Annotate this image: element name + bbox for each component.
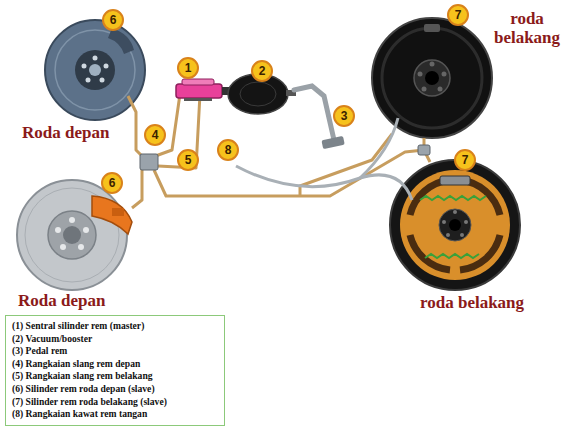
callout-circle: 2 <box>251 60 273 82</box>
callout-number: 5 <box>185 153 192 167</box>
legend-text: (7) Silinder rem roda belakang (slave) <box>12 396 216 409</box>
rear-drum-top <box>372 18 492 138</box>
wheel-label: Roda depan <box>22 124 109 143</box>
legend-text: (5) Rangkaian slang rem belakang <box>12 370 216 383</box>
callout-circle: 1 <box>177 57 199 79</box>
legend-text: (1) Sentral silinder rem (master) <box>12 320 216 333</box>
callout-number: 7 <box>455 8 462 22</box>
wheel-label: Roda depan <box>18 292 105 311</box>
callout-circle: 5 <box>177 149 199 171</box>
legend-text: (4) Rangkaian slang rem depan <box>12 358 216 371</box>
master-cylinder <box>176 79 222 101</box>
callout-number: 7 <box>462 153 469 167</box>
legend-text: (2) Vacuum/booster <box>12 333 216 346</box>
legend-box: (1) Sentral silinder rem (master)(2) Vac… <box>5 315 225 426</box>
front-disc-top <box>45 20 145 120</box>
legend-text: (8) Rangkaian kawat rem tangan <box>12 408 216 421</box>
rear-drum-bottom <box>390 160 520 290</box>
callout-number: 8 <box>225 143 232 157</box>
handbrake-cable <box>236 118 412 200</box>
callout-circle: 6 <box>102 9 124 31</box>
callout-circle: 4 <box>144 124 166 146</box>
rear-junction <box>418 145 430 155</box>
callout-number: 3 <box>341 109 348 123</box>
callout-circle: 8 <box>217 139 239 161</box>
wheel-label: roda belakang <box>487 10 567 47</box>
brake-lines <box>128 94 430 208</box>
callout-number: 6 <box>109 176 116 190</box>
callout-number: 1 <box>185 61 192 75</box>
callout-circle: 7 <box>447 4 469 26</box>
callout-circle: 3 <box>333 105 355 127</box>
front-disc-bottom <box>17 180 132 290</box>
callout-circle: 7 <box>454 149 476 171</box>
wheel-label: roda belakang <box>420 294 524 313</box>
legend-text: (3) Pedal rem <box>12 345 216 358</box>
legend-text: (6) Silinder rem roda depan (slave) <box>12 383 216 396</box>
callout-number: 4 <box>152 128 159 142</box>
callout-number: 2 <box>259 64 266 78</box>
callout-circle: 6 <box>101 172 123 194</box>
callout-number: 6 <box>110 13 117 27</box>
line-junction <box>140 154 158 170</box>
